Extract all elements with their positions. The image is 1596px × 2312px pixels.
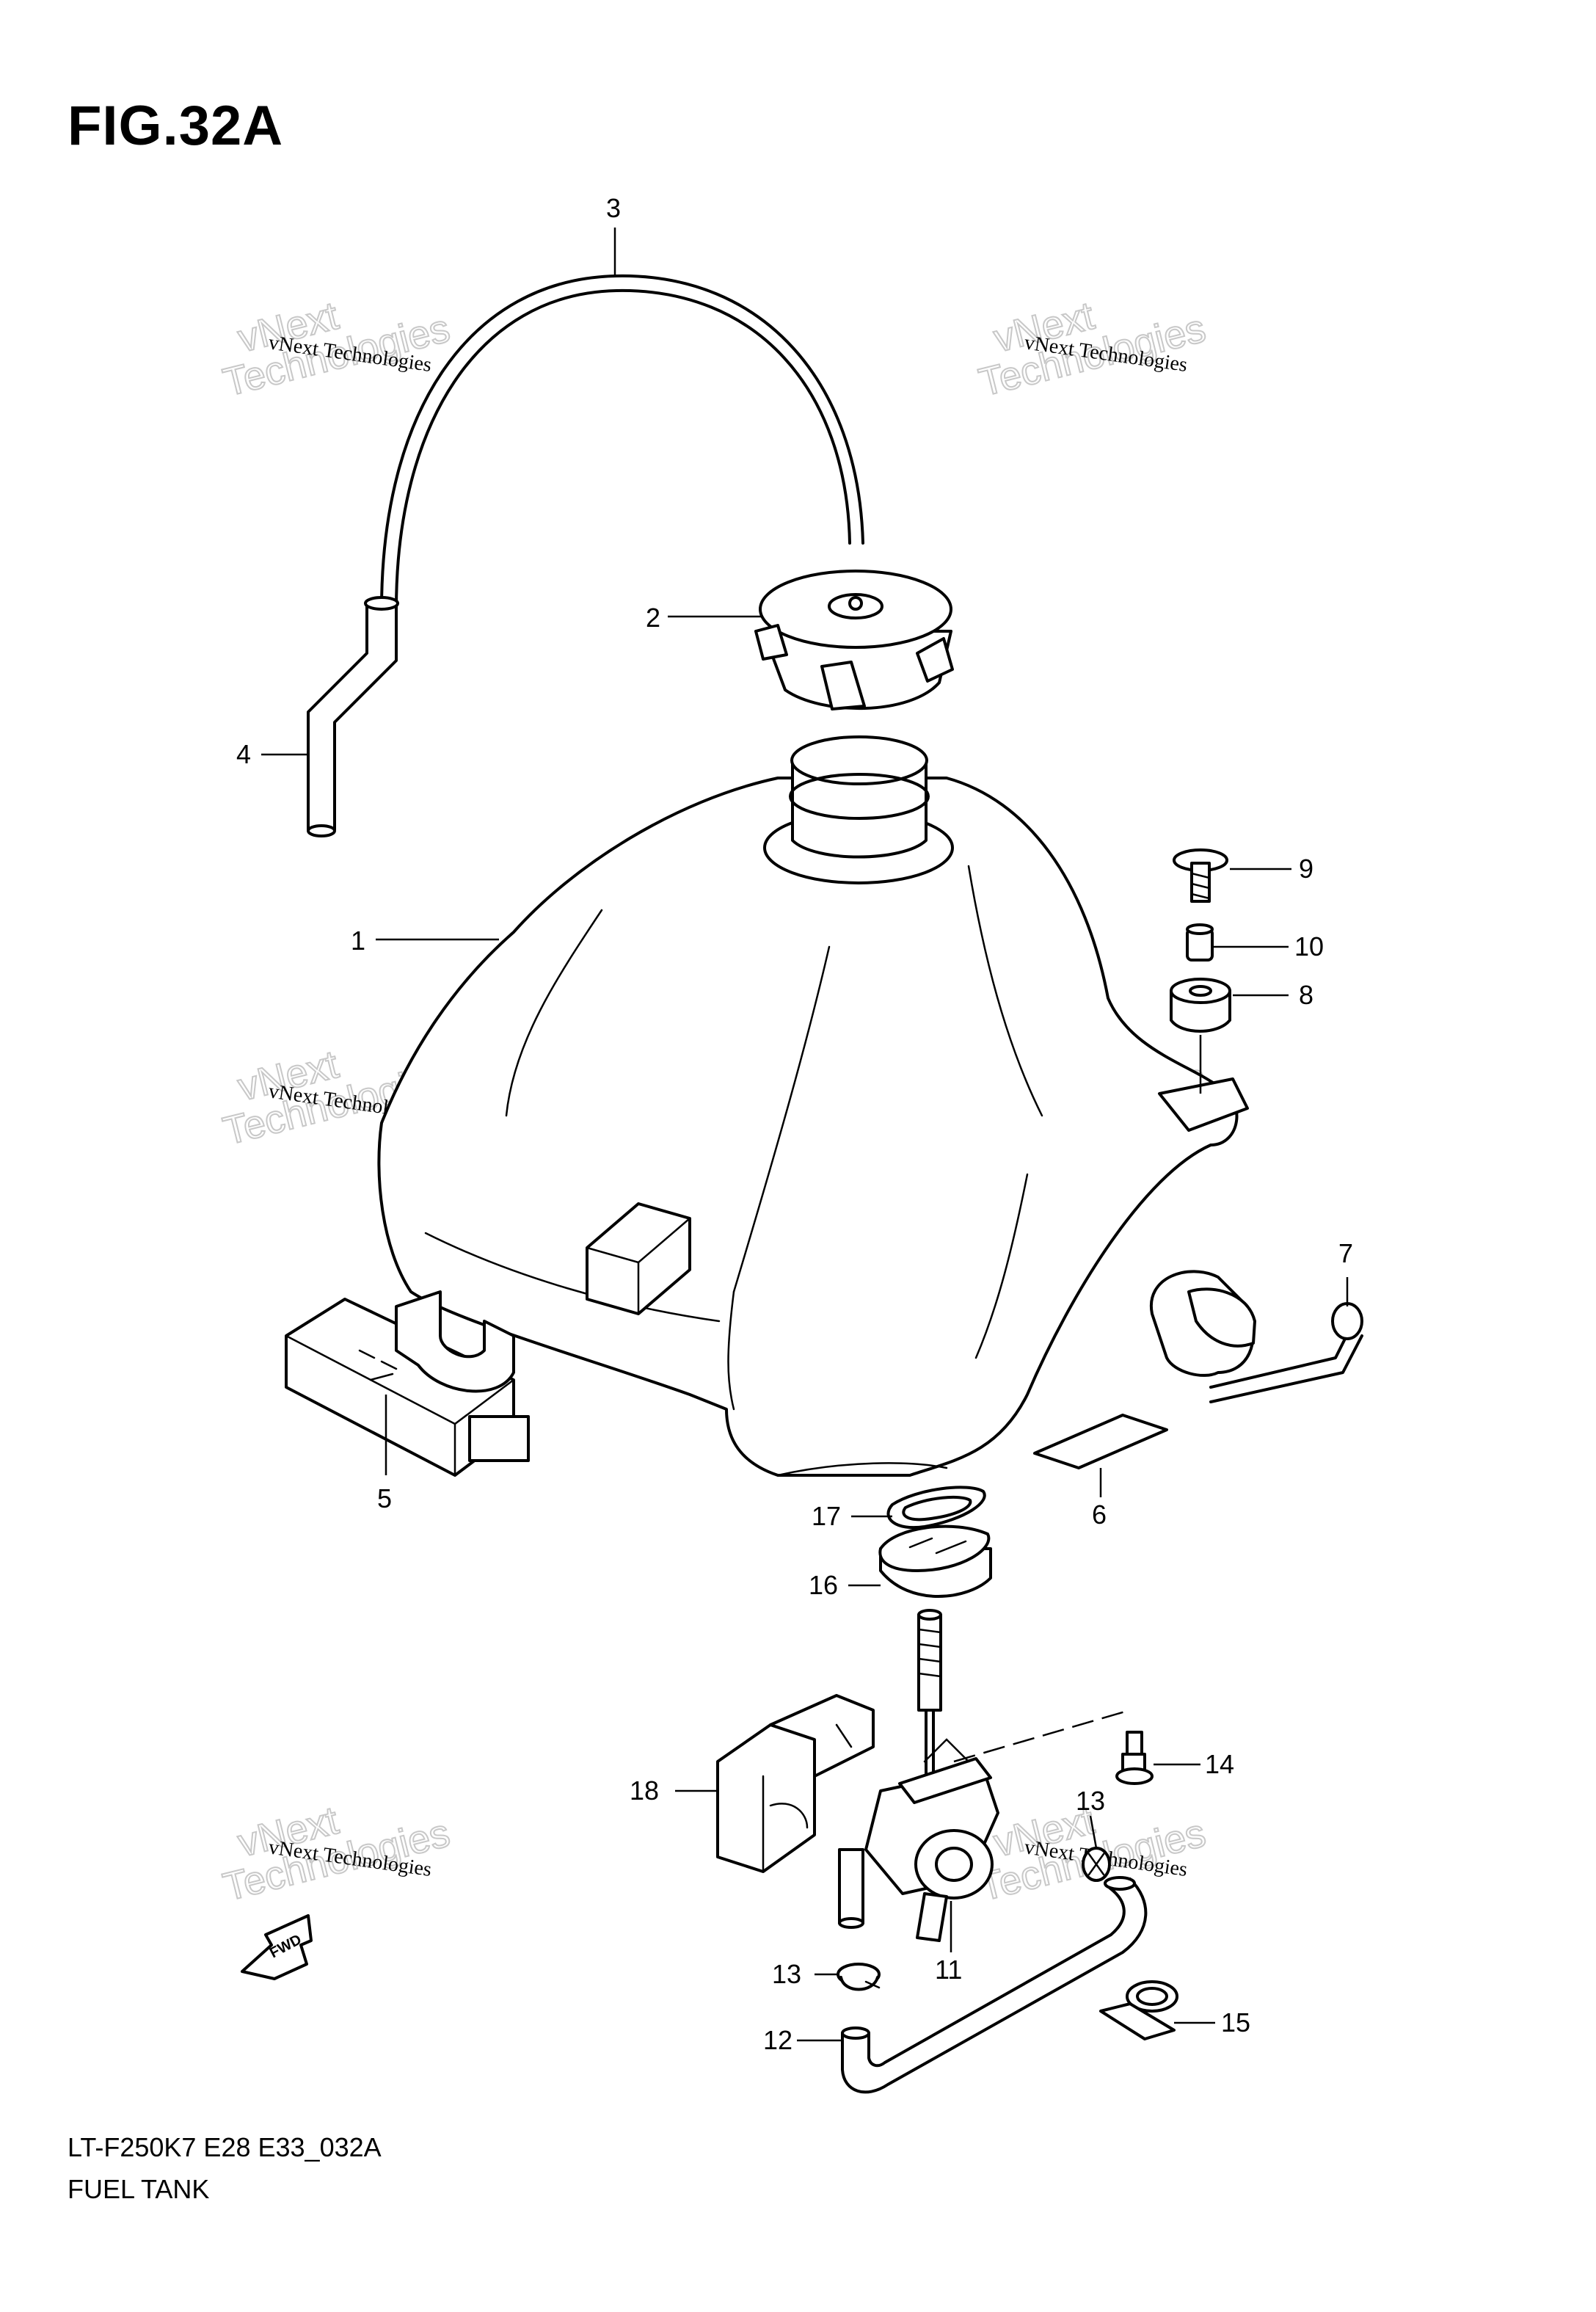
part-6-pad bbox=[1033, 1414, 1168, 1469]
watermark-bottom-left: vNext Technologies vNext Technologies bbox=[218, 1797, 454, 1911]
part-17-gasket bbox=[886, 1486, 986, 1530]
callout-3: 3 bbox=[606, 193, 621, 223]
callout-12: 12 bbox=[763, 2025, 792, 2055]
watermark-top-left: vNext Technologies vNext Technologies bbox=[218, 293, 454, 406]
callout-17: 17 bbox=[812, 1501, 841, 1531]
fwd-direction-arrow: FWD bbox=[241, 1914, 313, 1980]
part-12-fuel-hose bbox=[841, 1876, 1148, 2094]
part-8-cushion bbox=[1170, 978, 1231, 1033]
part-2-fuel-cap bbox=[754, 570, 954, 710]
part-15-clamp bbox=[1099, 1980, 1178, 2040]
callout-9: 9 bbox=[1299, 854, 1313, 884]
callout-16: 16 bbox=[809, 1570, 838, 1600]
figure-name: FUEL TANK bbox=[68, 2174, 210, 2204]
part-4-hose bbox=[307, 596, 399, 837]
part-10-collar bbox=[1186, 923, 1214, 961]
part-11-fuel-valve bbox=[838, 1609, 999, 1942]
part-18-bracket bbox=[716, 1694, 875, 1873]
figure-title: FIG.32A bbox=[68, 95, 284, 157]
part-13-clip-lower bbox=[837, 1963, 881, 1991]
part-3-breather-hose bbox=[380, 274, 864, 611]
callout-11: 11 bbox=[935, 1955, 962, 1985]
callout-15: 15 bbox=[1221, 2007, 1250, 2037]
callout-18: 18 bbox=[630, 1775, 659, 1806]
callout-6: 6 bbox=[1092, 1499, 1107, 1530]
callout-2: 2 bbox=[646, 603, 660, 633]
callout-14: 14 bbox=[1205, 1749, 1234, 1779]
callout-7: 7 bbox=[1338, 1238, 1353, 1268]
watermark-top-right: vNext Technologies vNext Technologies bbox=[974, 293, 1210, 406]
callout-13-upper: 13 bbox=[1076, 1786, 1105, 1816]
callout-13-lower: 13 bbox=[772, 1959, 801, 1989]
callout-1: 1 bbox=[351, 926, 365, 956]
part-5-guide bbox=[285, 1290, 530, 1477]
part-9-bolt bbox=[1173, 848, 1228, 903]
part-14-screw bbox=[1115, 1731, 1154, 1785]
callout-10: 10 bbox=[1294, 931, 1324, 961]
callout-4: 4 bbox=[236, 739, 251, 769]
part-7-band bbox=[1149, 1270, 1363, 1403]
part-13-clip-upper bbox=[1082, 1847, 1111, 1882]
leader-lines bbox=[261, 228, 1349, 2042]
part-1-fuel-tank bbox=[377, 735, 1249, 1477]
callout-8: 8 bbox=[1299, 980, 1313, 1010]
part-16-gasket bbox=[878, 1524, 992, 1598]
model-code: LT-F250K7 E28 E33_032A bbox=[68, 2132, 382, 2162]
callout-5: 5 bbox=[377, 1483, 392, 1513]
callout-numbers: 3 2 4 1 9 10 8 7 5 6 17 16 18 14 13 11 1… bbox=[236, 193, 1353, 2055]
